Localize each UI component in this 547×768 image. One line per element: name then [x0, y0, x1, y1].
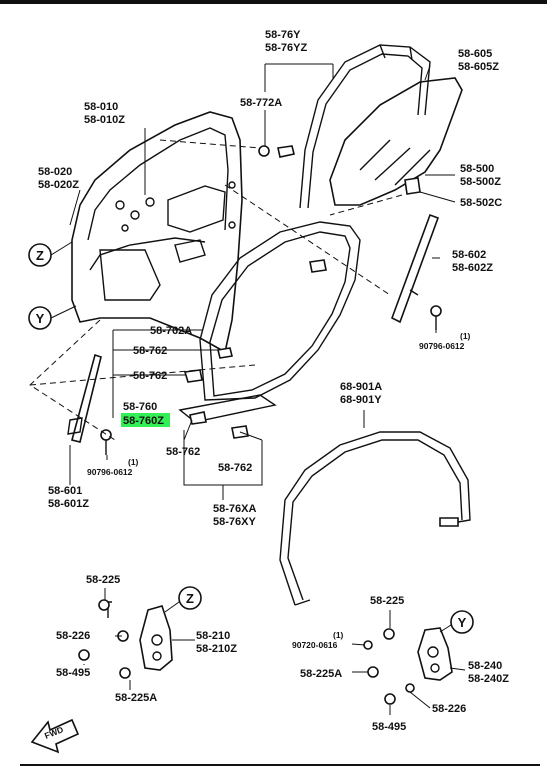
label-58-605: 58-605: [458, 48, 492, 60]
label-58-601: 58-601: [48, 485, 82, 497]
glass-bracket[interactable]: [404, 177, 421, 195]
hinge-58-240[interactable]: [363, 627, 453, 705]
ref-z-lower-label: Z: [186, 591, 194, 606]
front-sash-strip[interactable]: [67, 353, 102, 443]
label-qty-b: (1): [128, 457, 139, 467]
label-68-901a: 68-901A: [340, 381, 382, 393]
ref-y-upper: Y: [28, 305, 77, 330]
clip-58-772a[interactable]: [258, 145, 295, 158]
label-58-76xa: 58-76XA: [213, 503, 256, 515]
label-58-76y: 58-76Y: [265, 29, 301, 41]
label-58-225-a: 58-225: [86, 574, 120, 586]
label-58-762-b: 58-762: [133, 370, 167, 382]
label-58-602: 58-602: [452, 249, 486, 261]
label-58-602z: 58-602Z: [452, 262, 493, 274]
labels: 58-76Y 58-76YZ 58-605 58-605Z 58-772A 58…: [38, 29, 509, 733]
fwd-arrow: FWD: [30, 718, 80, 754]
ref-y-upper-label: Y: [36, 311, 45, 326]
ref-y-lower: Y: [439, 610, 474, 634]
label-58-225a-a: 58-225A: [115, 692, 157, 704]
ref-z-upper: Z: [28, 241, 73, 267]
ref-z-upper-label: Z: [36, 248, 44, 263]
glass-run-channel[interactable]: [299, 44, 431, 209]
leader-lines: [69, 63, 466, 715]
label-68-901y: 68-901Y: [340, 394, 382, 406]
label-58-240: 58-240: [468, 660, 502, 672]
ref-z-lower: Z: [164, 586, 202, 613]
label-58-500: 58-500: [460, 163, 494, 175]
label-58-760: 58-760: [123, 401, 157, 413]
label-58-226-b: 58-226: [432, 703, 466, 715]
label-58-76xy: 58-76XY: [213, 516, 256, 528]
label-58-495-a: 58-495: [56, 667, 90, 679]
label-58-495-b: 58-495: [372, 721, 406, 733]
label-58-605z: 58-605Z: [458, 61, 499, 73]
label-58-601z: 58-601Z: [48, 498, 89, 510]
label-58-500z: 58-500Z: [460, 176, 501, 188]
hinge-58-210[interactable]: [78, 599, 173, 679]
bottom-border: [20, 764, 540, 766]
label-58-010: 58-010: [84, 101, 118, 113]
label-qty-c: (1): [333, 630, 344, 640]
label-58-76yz: 58-76YZ: [265, 42, 307, 54]
label-58-762a: 58-762A: [150, 325, 192, 337]
door-glass[interactable]: [329, 77, 463, 206]
ref-y-lower-label: Y: [458, 615, 467, 630]
label-58-772a: 58-772A: [240, 97, 282, 109]
label-90796-b: 90796-0612: [87, 467, 133, 477]
label-58-762-d: 58-762: [218, 462, 252, 474]
highlight-58-760z: [121, 413, 170, 427]
top-border: [0, 0, 547, 4]
label-58-762-a: 58-762: [133, 345, 167, 357]
label-58-210z: 58-210Z: [196, 643, 237, 655]
bolt-90796-a[interactable]: [430, 305, 442, 330]
label-58-010z: 58-010Z: [84, 114, 125, 126]
label-58-226-a: 58-226: [56, 630, 90, 642]
label-58-020z: 58-020Z: [38, 179, 79, 191]
label-58-502c: 58-502C: [460, 197, 502, 209]
rear-sash-strip[interactable]: [391, 213, 440, 324]
label-58-225-b: 58-225: [370, 595, 404, 607]
label-90796-a: 90796-0612: [419, 341, 465, 351]
label-qty-a: (1): [460, 331, 471, 341]
label-58-020: 58-020: [38, 166, 72, 178]
label-58-762-c: 58-762: [166, 446, 200, 458]
label-58-210: 58-210: [196, 630, 230, 642]
dashed-guides: [29, 139, 403, 441]
label-58-760z: 58-760Z: [123, 415, 164, 427]
label-90720: 90720-0616: [292, 640, 338, 650]
label-58-240z: 58-240Z: [468, 673, 509, 685]
label-58-225a-b: 58-225A: [300, 668, 342, 680]
opening-trim[interactable]: [279, 431, 471, 606]
door-panel[interactable]: [71, 111, 243, 354]
